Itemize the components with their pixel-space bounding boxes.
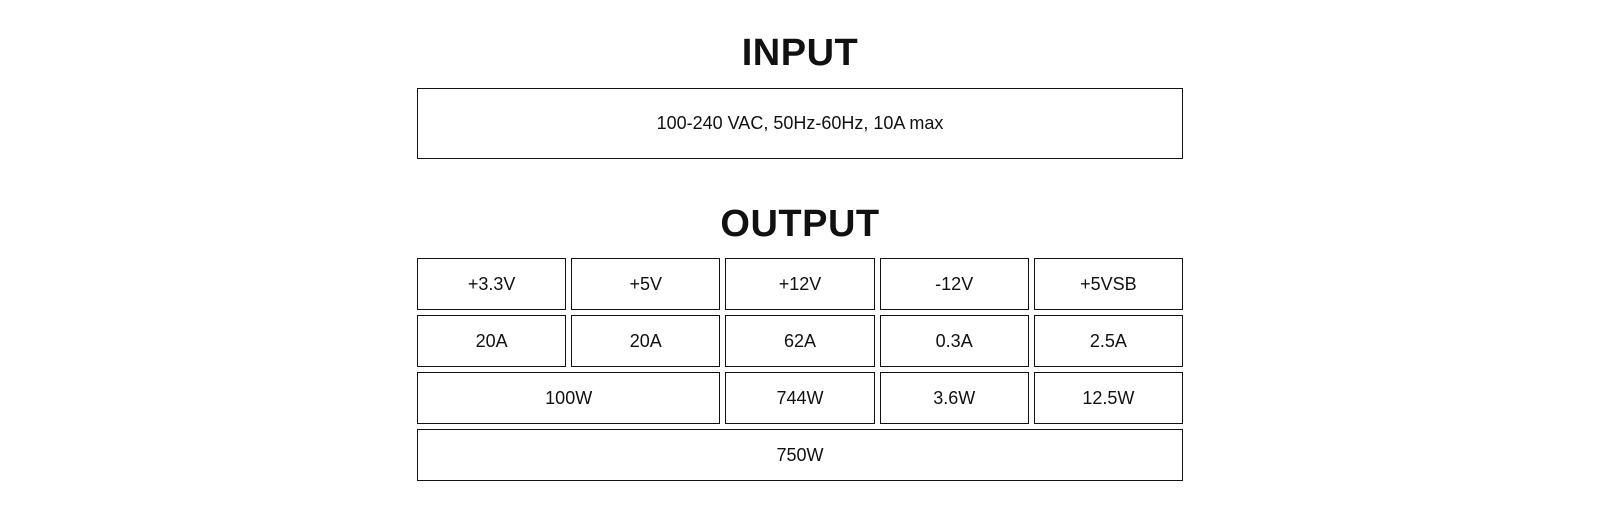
- power-cell-neg12v: 3.6W: [879, 372, 1029, 424]
- power-cell-5vsb: 12.5W: [1033, 372, 1183, 424]
- voltage-cell-5vsb: +5VSB: [1033, 258, 1183, 310]
- voltage-cell-neg12v: -12V: [879, 258, 1029, 310]
- voltage-cell-3v3: +3.3V: [417, 258, 567, 310]
- current-cell-neg12v: 0.3A: [879, 315, 1029, 367]
- power-cell-12v: 744W: [725, 372, 875, 424]
- power-cell-3v3-5v-combined: 100W: [417, 372, 721, 424]
- total-power-cell: 750W: [417, 429, 1183, 481]
- current-cell-12v: 62A: [725, 315, 875, 367]
- input-spec-cell: 100-240 VAC, 50Hz-60Hz, 10A max: [417, 88, 1183, 159]
- output-heading: OUTPUT: [720, 203, 880, 245]
- voltage-cell-5v: +5V: [571, 258, 721, 310]
- input-heading: INPUT: [741, 32, 859, 74]
- current-cell-5v: 20A: [571, 315, 721, 367]
- voltage-cell-12v: +12V: [725, 258, 875, 310]
- current-cell-5vsb: 2.5A: [1033, 315, 1183, 367]
- input-spec-text: 100-240 VAC, 50Hz-60Hz, 10A max: [656, 113, 944, 133]
- output-grid: +3.3V +5V +12V -12V +5VSB 20A 20A 62A 0.…: [417, 258, 1183, 481]
- current-cell-3v3: 20A: [417, 315, 567, 367]
